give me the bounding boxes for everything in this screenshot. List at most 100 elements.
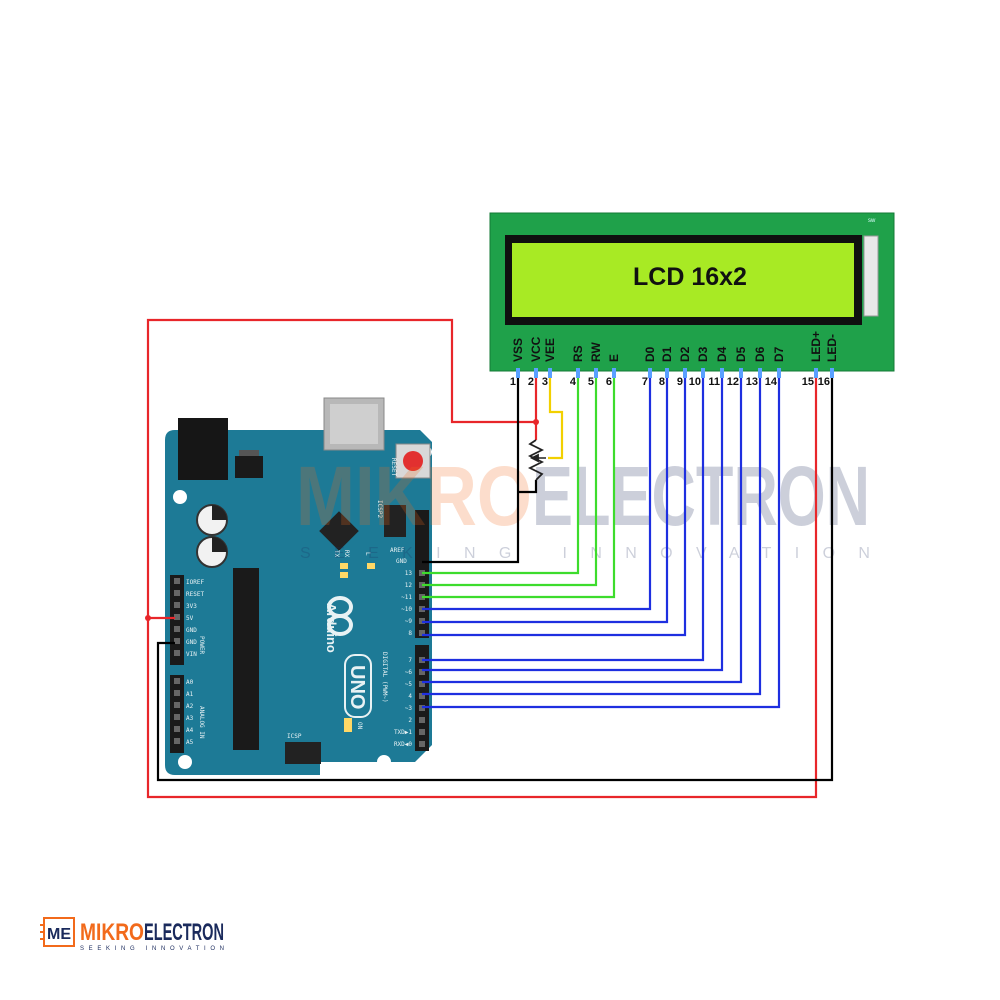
lcd-pin-number: 4 (570, 376, 577, 388)
svg-text:POWER: POWER (198, 636, 205, 654)
header-pin (174, 650, 180, 656)
lcd-pin-label: E (607, 354, 621, 362)
svg-text:AREF: AREF (390, 547, 405, 554)
arduino-logo: Arduino UNO (324, 596, 372, 718)
lcd-pin-label: RS (571, 345, 585, 362)
board-pin-label: 3V3 (186, 603, 197, 610)
header-pin (174, 738, 180, 744)
potentiometer (527, 439, 546, 481)
board-pin-label: RXD◀0 (394, 741, 412, 748)
lcd-module: LCD 16x2 sw VSS1VCC2VEE3RS4RW5E6D07D18D2… (489, 212, 895, 388)
lcd-pin-label: D5 (734, 346, 748, 362)
lcd-pin (594, 368, 598, 378)
arduino-uno-board: RESET ICSP2 TX RX L ON Arduino UNO ICSP … (165, 397, 432, 775)
logo-tagline: SEEKING INNOVATION (80, 946, 224, 952)
lcd-pin-number: 13 (746, 376, 758, 388)
lcd-title: LCD 16x2 (633, 263, 747, 291)
icsp-header (285, 742, 321, 764)
board-pin-label: A0 (186, 679, 194, 686)
lcd-pin (534, 368, 538, 378)
wire-d2 (422, 378, 687, 637)
wire-gnd-to-led-minus (156, 378, 834, 782)
wires (145, 318, 834, 799)
header-pin (174, 714, 180, 720)
lcd-corner-mark: sw (868, 218, 876, 224)
lcd-pin-number: 8 (659, 376, 665, 388)
lcd-pin-label: VSS (511, 338, 525, 362)
lcd-pin-number: 1 (510, 376, 516, 388)
board-pin-label: GND (186, 627, 197, 634)
header-pin (419, 693, 425, 699)
board-pin-label: IOREF (186, 579, 204, 586)
svg-text:L: L (364, 552, 371, 556)
led-rx (340, 572, 348, 578)
led-on (344, 718, 352, 732)
logo-name-b: ELECTRON (144, 919, 224, 946)
board-pin-label: ~9 (405, 618, 413, 625)
voltage-regulator (235, 456, 263, 478)
junction-dot (533, 419, 539, 425)
lcd-backlight-strip (863, 235, 879, 317)
wire-5v-to-led-plus (146, 378, 818, 799)
board-pin-label: TXD▶1 (394, 729, 412, 736)
svg-text:ON: ON (356, 722, 363, 730)
led-l (367, 563, 375, 569)
wire-d5 (422, 378, 743, 684)
lcd-pin (777, 368, 781, 378)
board-pin-label: RESET (186, 591, 204, 598)
lcd-pin (683, 368, 687, 378)
lcd-pin (612, 368, 616, 378)
lcd-pin-label: D2 (678, 346, 692, 362)
board-pin-label: GND (186, 639, 197, 646)
svg-text:RESET: RESET (390, 458, 397, 476)
wire-pot-gnd (518, 480, 538, 494)
wire-rw (422, 378, 598, 587)
usb-chip (319, 511, 359, 551)
lcd-pin (576, 368, 580, 378)
board-pin-label: 2 (408, 717, 412, 724)
svg-text:ME: ME (47, 926, 71, 943)
board-pin-label: ~3 (405, 705, 413, 712)
lcd-pin-label: D7 (772, 346, 786, 362)
board-pin-label: A5 (186, 739, 194, 746)
power-jack (178, 418, 228, 480)
header-pin (419, 681, 425, 687)
board-pin-label: ~5 (405, 681, 413, 688)
lcd-pin-label: D3 (696, 346, 710, 362)
lcd-pin-label: D0 (643, 346, 657, 362)
lcd-pin-number: 3 (542, 376, 548, 388)
header-pin (174, 690, 180, 696)
wire-rs (422, 378, 580, 575)
lcd-pin-number: 15 (802, 376, 814, 388)
lcd-screen (512, 243, 854, 317)
board-pin-label: 13 (405, 570, 413, 577)
header-pin (174, 702, 180, 708)
header-pin (174, 602, 180, 608)
svg-text:DIGITAL (PWM~): DIGITAL (PWM~) (381, 652, 388, 703)
lcd-pin-number: 11 (708, 376, 720, 388)
svg-text:ELECTRON: ELECTRON (532, 449, 870, 543)
header-pin (419, 669, 425, 675)
lcd-pin (548, 368, 552, 378)
icsp2-header (384, 505, 406, 537)
header-pin (174, 626, 180, 632)
board-pin-label: ~10 (401, 606, 412, 613)
lcd-pin-number: 10 (689, 376, 701, 388)
lcd-pin-number: 6 (606, 376, 612, 388)
board-pin-label: 8 (408, 630, 412, 637)
lcd-pin (665, 368, 669, 378)
header-pin (419, 717, 425, 723)
lcd-pin (648, 368, 652, 378)
svg-text:MIKRO: MIKRO (296, 449, 532, 543)
wire-d1 (422, 378, 669, 624)
lcd-pin-label: VCC (529, 336, 543, 362)
svg-text:ICSP: ICSP (287, 733, 302, 740)
svg-text:TX: TX (333, 550, 340, 558)
header-pin (419, 741, 425, 747)
brand-logo: ME MIKRO ELECTRON SEEKING INNOVATION (40, 917, 224, 952)
lcd-pin-number: 12 (727, 376, 739, 388)
junction-dot (145, 615, 151, 621)
lcd-pin-label: VEE (543, 338, 557, 362)
header-pin (419, 729, 425, 735)
